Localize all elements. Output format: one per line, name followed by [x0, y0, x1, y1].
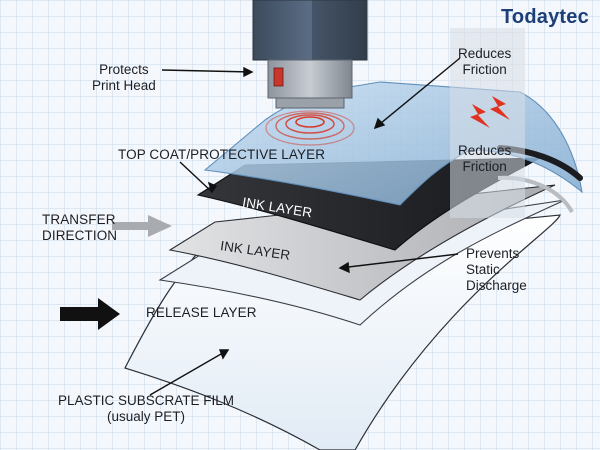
heat-waves — [265, 110, 355, 146]
print-head — [252, 0, 368, 109]
label-plastic-substrate: PLASTIC SUBSCRATE FILM (usualy PET) — [58, 393, 235, 424]
label-reduces-friction-mid: Reduces Friction — [458, 143, 512, 174]
arrow-right-gray — [112, 215, 172, 237]
label-release-layer: RELEASE LAYER — [146, 305, 257, 320]
label-prevents-static: Prevents Static Discharge — [466, 246, 527, 293]
label-transfer-direction: TRANSFER DIRECTION — [42, 212, 118, 243]
arrow-right-black — [60, 298, 120, 330]
label-reduces-friction-top: Reduces Friction — [458, 46, 512, 77]
leader-lines — [149, 57, 461, 396]
label-top-coat: TOP COAT/PROTECTIVE LAYER — [118, 147, 326, 162]
brand-logo: Todaytec — [501, 6, 589, 28]
lightning-icon — [470, 96, 510, 128]
label-protects-print-head: Protects Print Head — [92, 62, 156, 93]
friction-highlight-panel — [450, 28, 525, 218]
